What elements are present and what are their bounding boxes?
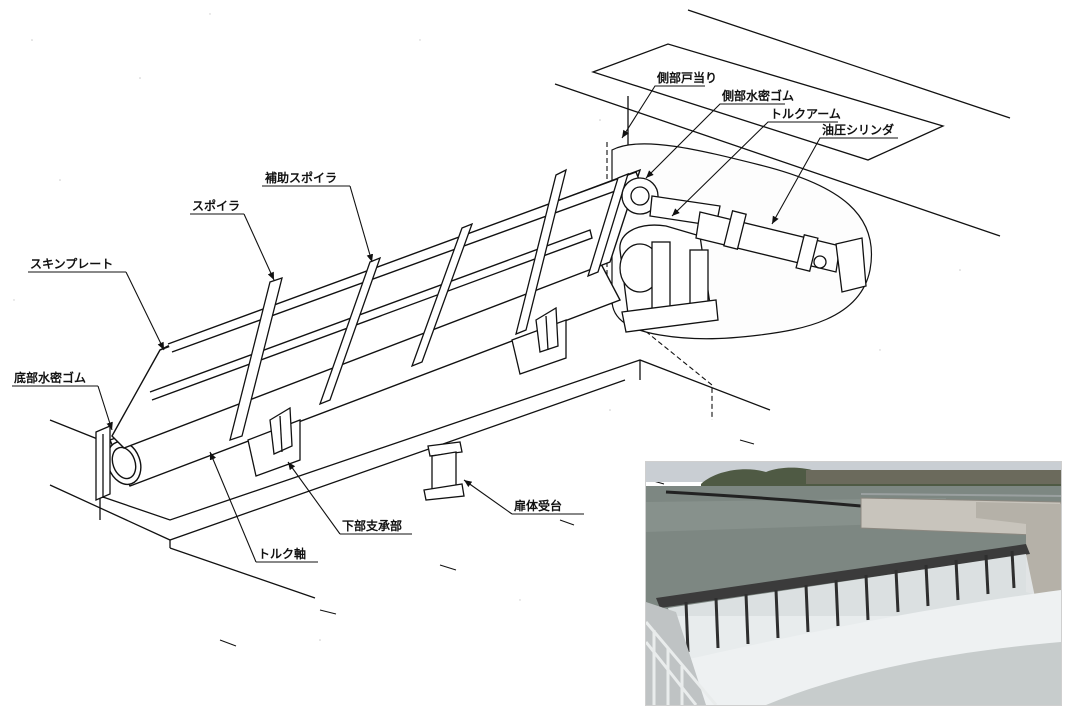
label-side-seal: 側部水密ゴム	[721, 88, 794, 103]
label-skin-plate: スキンプレート	[30, 256, 113, 271]
leader-side-stop	[621, 85, 705, 139]
callout-labels: 側部戸当り 側部水密ゴム トルクアーム 油圧シリンダ 補助スポイラ スポイラ ス…	[14, 70, 894, 561]
leader-lines	[12, 85, 898, 563]
photo-float-line	[665, 490, 862, 508]
photo-spillway-falls	[668, 554, 1036, 662]
label-bottom-seal: 底部水密ゴム	[14, 370, 86, 385]
cutaway-boundary	[606, 142, 713, 420]
leader-torque-arm	[671, 121, 838, 217]
spoiler-ribs	[229, 168, 630, 441]
gate-photo	[645, 461, 1062, 706]
leaf-support-pedestal	[423, 441, 465, 501]
upper-structure	[554, 9, 1011, 237]
label-leaf-support: 扉体受台	[514, 498, 562, 513]
photo-left-railing	[646, 621, 718, 705]
photo-railing	[860, 493, 1061, 497]
leader-hydraulic-cylinder	[771, 137, 898, 225]
photo-concrete-side	[976, 502, 1061, 602]
leader-side-seal	[645, 103, 785, 179]
paper-speckle	[13, 13, 961, 641]
label-aux-spoiler: 補助スポイラ	[264, 170, 337, 185]
lower-bearing-1	[247, 406, 301, 477]
photo-gate-crest	[656, 544, 1030, 608]
foundation	[49, 359, 771, 599]
label-side-stop: 側部戸当り	[656, 70, 717, 85]
photo-downstream-water	[766, 642, 1061, 705]
photo-left-wall	[646, 602, 706, 705]
lower-bearing-2	[511, 306, 567, 375]
hydraulic-cylinder	[695, 210, 867, 293]
label-torque-shaft: トルク軸	[258, 546, 306, 561]
label-torque-arm: トルクアーム	[770, 107, 841, 121]
photo-gate-fins	[684, 550, 1016, 653]
photo-far-shore	[806, 470, 1061, 484]
label-lower-bearing: 下部支承部	[342, 518, 402, 533]
label-hydraulic-cylinder: 油圧シリンダ	[822, 122, 894, 137]
label-spoiler: スポイラ	[192, 198, 240, 213]
bottom-seal-block	[95, 425, 111, 501]
